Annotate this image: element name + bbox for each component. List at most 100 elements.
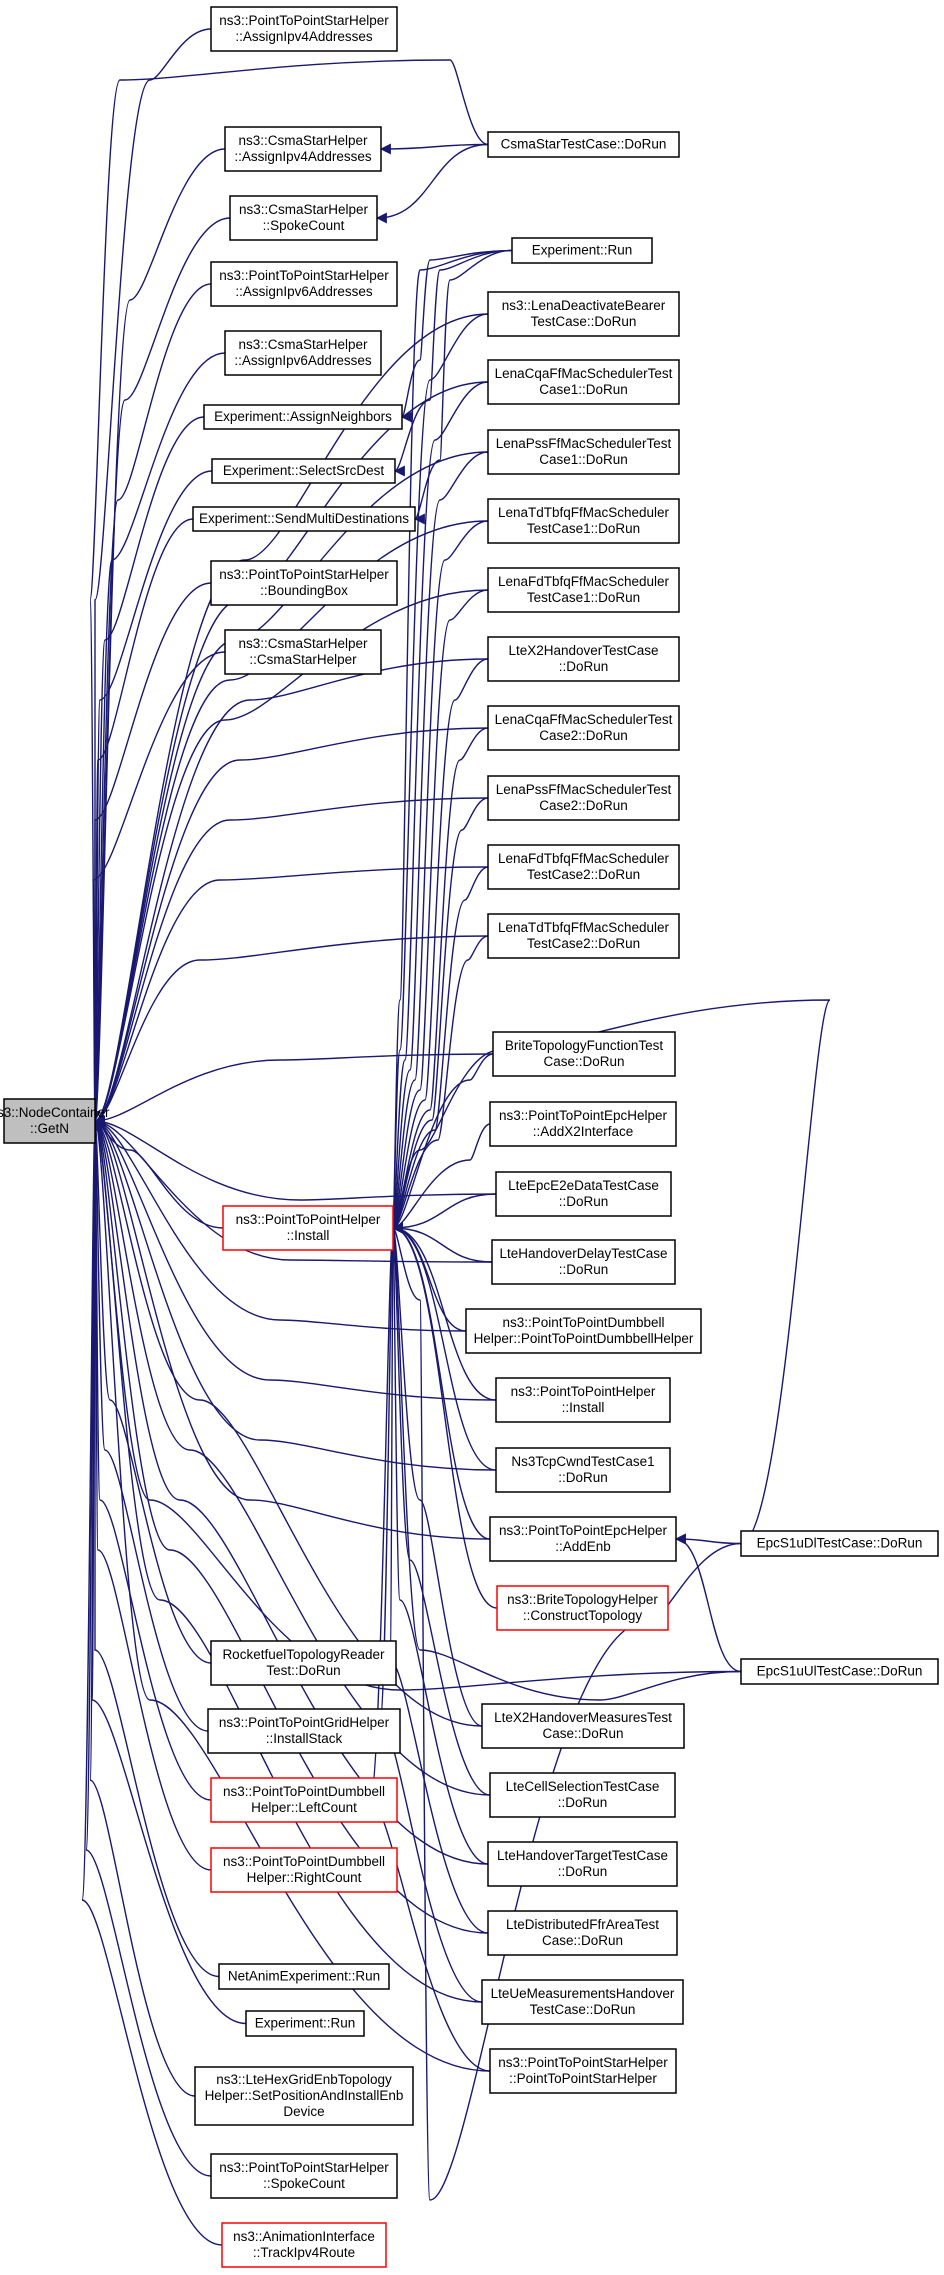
node-p2pstar-spoke[interactable]: ns3::PointToPointStarHelper::SpokeCount: [210, 2153, 398, 2199]
node-label: Case::DoRun: [542, 1726, 623, 1741]
node-e2e[interactable]: LteEpcE2eDataTestCase::DoRun: [495, 1171, 672, 1217]
node-label: ::CsmaStarHelper: [249, 652, 357, 667]
node-box: [487, 1910, 678, 1956]
node-label: BriteTopologyFunctionTest: [505, 1038, 664, 1053]
node-netanim[interactable]: NetAnimExperiment::Run: [218, 1963, 390, 1990]
node-exp-multi[interactable]: Experiment::SendMultiDestinations: [192, 506, 416, 532]
node-label: LenaTdTbfqFfMacScheduler: [498, 920, 670, 935]
node-label: TestCase::DoRun: [530, 2002, 636, 2017]
node-box: [487, 844, 680, 890]
call-edge-exp_run_r-to-exp_select: [393, 249, 513, 477]
node-exp-neigh[interactable]: Experiment::AssignNeighbors: [203, 404, 403, 430]
node-label: Helper::RightCount: [247, 1870, 362, 1885]
node-label: Device: [283, 2104, 324, 2119]
node-csma-spoke[interactable]: ns3::CsmaStarHelper::SpokeCount: [229, 195, 378, 241]
node-csma-ipv4[interactable]: ns3::CsmaStarHelper::AssignIpv4Addresses: [224, 126, 382, 172]
call-edge-exp_run_r-to-p2p_install: [391, 249, 513, 1232]
node-exp-select[interactable]: Experiment::SelectSrcDest: [211, 458, 396, 484]
node-p2p-install2[interactable]: ns3::PointToPointHelper::Install: [495, 1377, 671, 1423]
node-csma-test[interactable]: CsmaStarTestCase::DoRun: [487, 131, 680, 158]
call-edge-cqa2-to-getn: [93, 727, 489, 1127]
node-box: [192, 506, 416, 532]
node-csma-ctor[interactable]: ns3::CsmaStarHelper::CsmaStarHelper: [224, 629, 382, 675]
node-label: ns3::PointToPointStarHelper: [219, 567, 389, 582]
call-edge-csma_ctor-to-getn: [83, 651, 226, 1122]
node-tcpcwnd[interactable]: Ns3TcpCwndTestCase1::DoRun: [495, 1447, 671, 1493]
node-x2ho[interactable]: LteX2HandoverTestCase::DoRun: [487, 636, 680, 682]
node-s1u-dl[interactable]: EpcS1uDlTestCase::DoRun: [740, 1530, 939, 1557]
node-box: [211, 458, 396, 484]
node-ho-delay[interactable]: LteHandoverDelayTestCase::DoRun: [491, 1239, 676, 1285]
node-s1u-ul[interactable]: EpcS1uUlTestCase::DoRun: [740, 1658, 939, 1685]
node-label: LteHandoverTargetTestCase: [497, 1848, 668, 1863]
node-getn[interactable]: ns3::NodeContainer::GetN: [0, 1098, 110, 1144]
node-label: Case1::DoRun: [539, 452, 628, 467]
node-box: [210, 1777, 398, 1823]
node-anim[interactable]: ns3::AnimationInterface::TrackIpv4Route: [221, 2222, 387, 2268]
node-db-right[interactable]: ns3::PointToPointDumbbellHelper::RightCo…: [210, 1847, 398, 1893]
node-db-ctor[interactable]: ns3::PointToPointDumbbellHelper::PointTo…: [465, 1308, 702, 1354]
node-box: [487, 775, 680, 821]
node-label: Case1::DoRun: [539, 382, 628, 397]
node-label: LteUeMeasurementsHandover: [491, 1986, 675, 2001]
node-epc-addenb[interactable]: ns3::PointToPointEpcHelper::AddEnb: [489, 1516, 677, 1562]
node-box: [487, 705, 680, 751]
node-label: ::DoRun: [559, 1194, 609, 1209]
node-label: ::Install: [562, 1400, 605, 1415]
node-label: ns3::CsmaStarHelper: [238, 636, 368, 651]
node-ho-target[interactable]: LteHandoverTargetTestCase::DoRun: [487, 1841, 678, 1887]
call-edge-tcpcwnd-to-getn: [93, 1115, 497, 1471]
node-box: [495, 1171, 672, 1217]
node-csma-ipv6[interactable]: ns3::CsmaStarHelper::AssignIpv6Addresses: [224, 330, 382, 376]
call-edge-epc_x2-to-p2p_install: [391, 1123, 491, 1234]
node-grid-stack[interactable]: ns3::PointToPointGridHelper::InstallStac…: [207, 1708, 401, 1754]
node-cellsel[interactable]: LteCellSelectionTestCase::DoRun: [489, 1772, 676, 1818]
node-label: TestCase2::DoRun: [527, 936, 640, 951]
node-db-left[interactable]: ns3::PointToPointDumbbellHelper::LeftCou…: [210, 1777, 398, 1823]
node-box: [496, 1585, 669, 1631]
node-label: ::ConstructTopology: [523, 1608, 643, 1623]
call-nodes: ns3::NodeContainer::GetNns3::PointToPoin…: [0, 6, 939, 2268]
node-box: [489, 1516, 677, 1562]
node-box: [487, 291, 680, 337]
node-box: [487, 131, 680, 158]
node-p2pstar-ipv4[interactable]: ns3::PointToPointStarHelper::AssignIpv4A…: [210, 6, 398, 52]
call-edge-ho_delay-to-p2p_install: [391, 1222, 493, 1263]
node-p2p-install[interactable]: ns3::PointToPointHelper::Install: [222, 1205, 394, 1251]
node-p2pstar-bbox[interactable]: ns3::PointToPointStarHelper::BoundingBox: [210, 560, 398, 606]
call-edge-ho_target-to-p2p_install: [391, 1225, 489, 1865]
node-label: LenaPssFfMacSchedulerTest: [496, 436, 672, 451]
node-exp-run-l[interactable]: Experiment::Run: [245, 2010, 365, 2037]
call-edge-ho_delay-to-getn: [93, 1115, 493, 1263]
node-p2pstar-ctor[interactable]: ns3::PointToPointStarHelper::PointToPoin…: [489, 2048, 677, 2094]
call-edge-fdtbfq1-to-getn: [93, 589, 489, 1127]
node-label: ::DoRun: [559, 659, 609, 674]
node-p2pstar-ipv6[interactable]: ns3::PointToPointStarHelper::AssignIpv6A…: [210, 261, 398, 307]
node-brite-ct[interactable]: ns3::BriteTopologyHelper::ConstructTopol…: [496, 1585, 669, 1631]
node-label: EpcS1uDlTestCase::DoRun: [757, 1536, 923, 1551]
node-epc-x2[interactable]: ns3::PointToPointEpcHelper::AddX2Interfa…: [489, 1101, 677, 1147]
node-label: LenaCqaFfMacSchedulerTest: [495, 712, 673, 727]
call-edge-epc_addenb-to-getn: [93, 1115, 491, 1540]
node-exp-run-r[interactable]: Experiment::Run: [511, 237, 653, 264]
node-label: ::AssignIpv6Addresses: [235, 284, 373, 299]
node-label: Experiment::Run: [532, 243, 633, 258]
node-box: [489, 2048, 677, 2094]
node-label: Experiment::SendMultiDestinations: [199, 511, 409, 526]
node-ltehex[interactable]: ns3::LteHexGridEnbTopologyHelper::SetPos…: [194, 2066, 414, 2126]
